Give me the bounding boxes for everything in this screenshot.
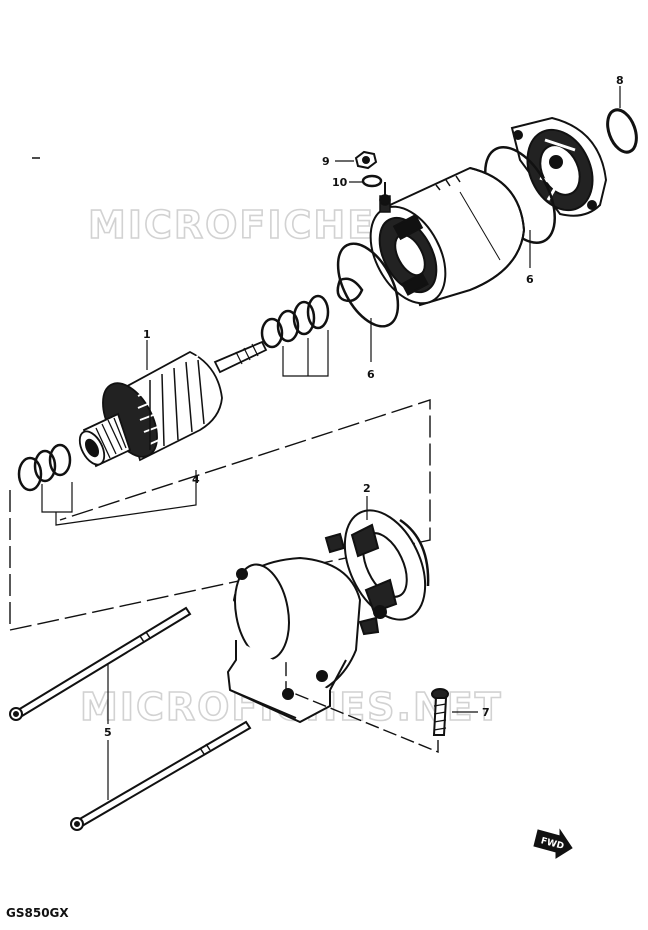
assembly-guide-dashed-main xyxy=(9,399,431,631)
fwd-arrow-icon: FWD xyxy=(533,828,573,859)
callout-6-rear: 6 xyxy=(526,273,534,286)
o-ring-small-part xyxy=(606,108,638,154)
yoke-housing xyxy=(369,166,526,307)
through-bolt-lower xyxy=(70,720,252,831)
upper-shim-bracket xyxy=(282,330,329,377)
brush-holder-part xyxy=(343,509,430,621)
screw-part xyxy=(431,688,449,736)
leader-line-4 xyxy=(55,470,197,526)
rear-cover xyxy=(510,116,608,217)
callout-5: 5 xyxy=(104,726,112,739)
assembly-guide-dashed-screw xyxy=(285,660,439,754)
lower-shim-stack xyxy=(17,443,72,492)
nut-part xyxy=(354,150,378,170)
callout-10: 10 xyxy=(332,176,348,189)
armature-part xyxy=(78,340,268,468)
terminal-stud xyxy=(379,182,391,213)
insulator-plate xyxy=(336,277,364,303)
model-code-label: GS850GX xyxy=(6,906,69,920)
upper-shim-stack xyxy=(260,294,330,349)
callout-1: 1 xyxy=(143,328,151,341)
callout-8: 8 xyxy=(616,74,624,87)
callout-6-front: 6 xyxy=(367,368,375,381)
front-cover-part xyxy=(226,556,362,724)
callout-2: 2 xyxy=(363,482,371,495)
lock-washer-part xyxy=(361,174,383,188)
callout-9: 9 xyxy=(322,155,330,168)
lower-shim-bracket xyxy=(41,482,73,513)
callout-4: 4 xyxy=(192,473,200,486)
through-bolt-upper xyxy=(9,606,192,721)
callout-7: 7 xyxy=(482,706,490,719)
brush-spring-part xyxy=(324,532,380,636)
o-ring-front-part xyxy=(336,242,400,328)
